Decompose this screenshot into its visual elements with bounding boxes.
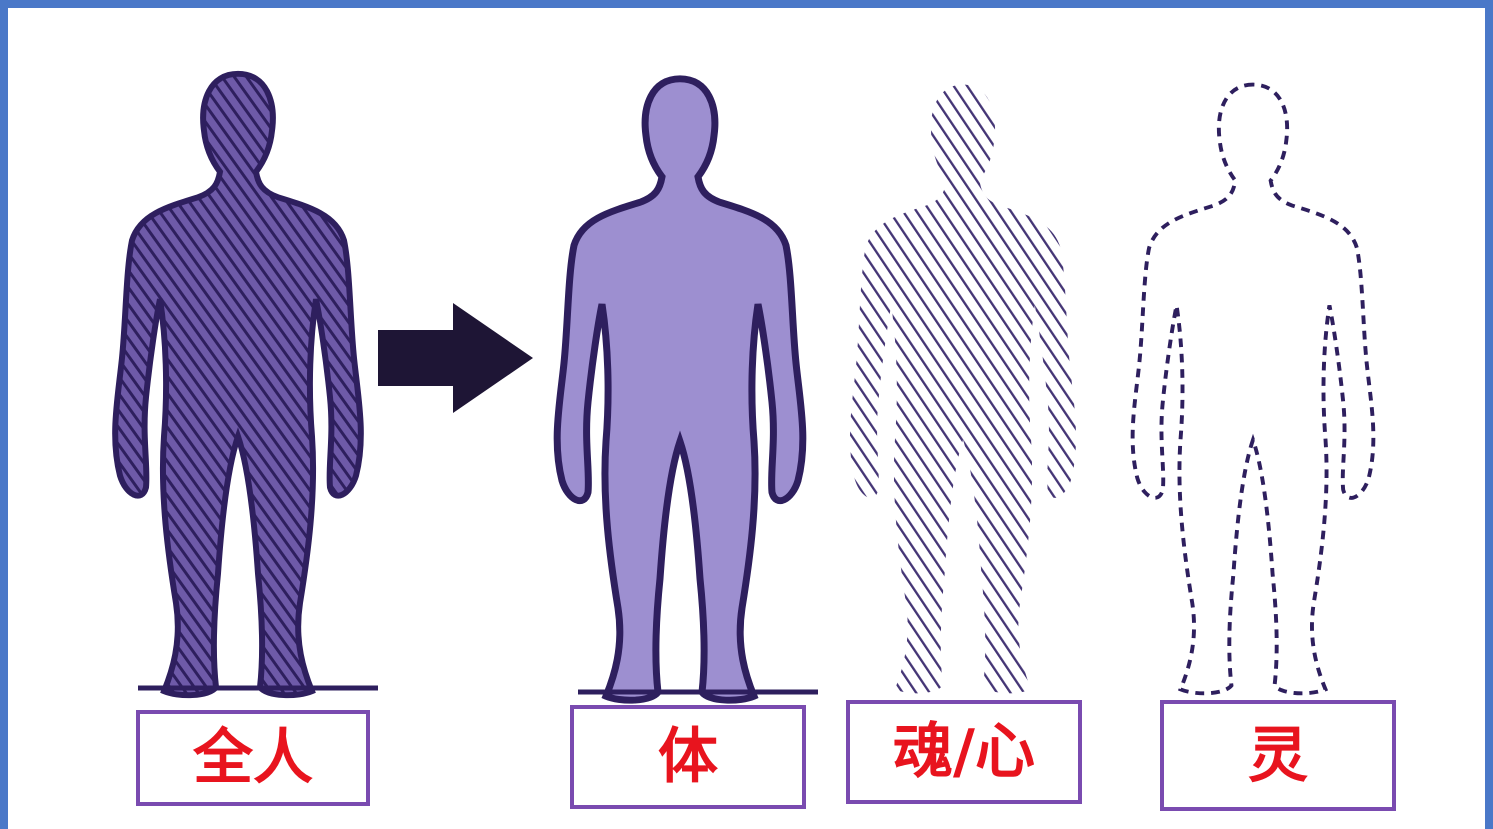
figures-illustration xyxy=(8,8,1376,829)
spirit-figure xyxy=(1130,82,1376,696)
whole-person-figure xyxy=(115,74,361,695)
body-figure xyxy=(557,79,803,700)
label-whole-person-text: 全人 xyxy=(193,723,313,793)
label-whole-person: 全人 xyxy=(136,710,370,806)
label-soul: 魂/心 xyxy=(846,700,1082,804)
label-spirit: 灵 xyxy=(1160,700,1396,811)
label-body: 体 xyxy=(570,705,806,809)
diagram-canvas: 全人 体 魂/心 灵 xyxy=(8,8,1485,829)
label-spirit-text: 灵 xyxy=(1248,720,1308,791)
label-body-text: 体 xyxy=(658,722,718,792)
soul-figure xyxy=(849,84,1077,694)
label-soul-text: 魂/心 xyxy=(893,717,1035,787)
right-arrow-icon xyxy=(378,303,533,413)
